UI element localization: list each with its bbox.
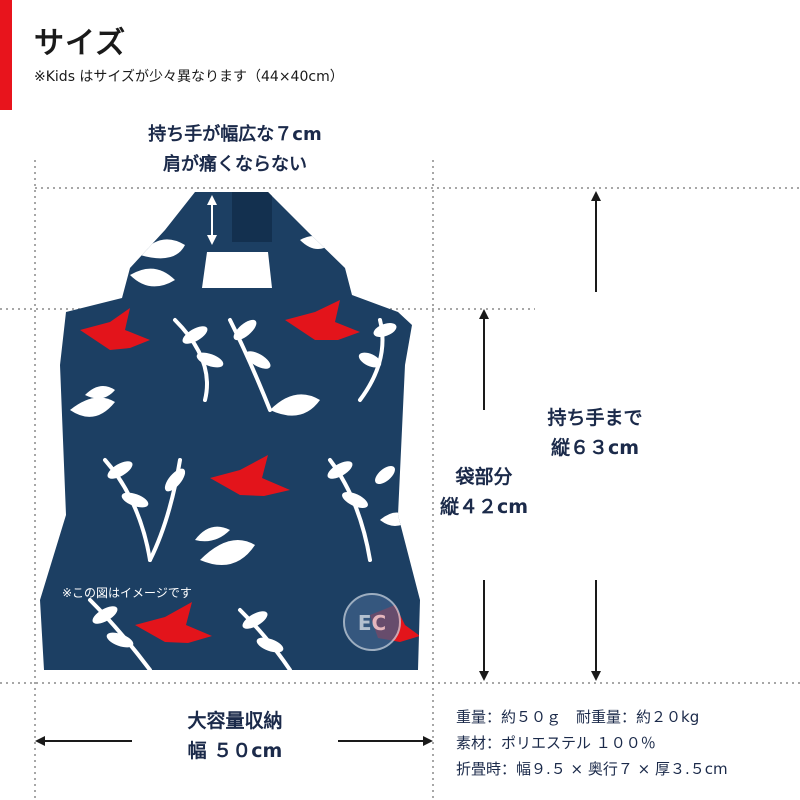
total-height-label: 持ち手まで 縦６３cm <box>530 403 660 463</box>
guide-lines <box>0 160 800 800</box>
page-title: サイズ <box>34 26 127 61</box>
ec-logo: EC <box>343 593 401 651</box>
size-note: ※Kids はサイズが少々異なります（44×40cm） <box>34 69 344 85</box>
width-caption: 大容量収納 <box>187 710 283 732</box>
body-height-caption: 袋部分 <box>455 466 513 488</box>
leaf-pattern <box>70 236 410 565</box>
body-height-label: 袋部分 縦４２cm <box>436 462 532 522</box>
body-height-value: 縦４２cm <box>439 496 529 518</box>
spec-material: 素材：ポリエステル １００％ <box>456 734 656 752</box>
width-label: 大容量収納 幅 ５０cm <box>155 706 315 766</box>
bag-illustration: EC <box>40 192 420 670</box>
leaf-clusters <box>92 319 397 653</box>
handle-width-line1: 持ち手が幅広な７cm <box>148 124 322 145</box>
total-height-value: 縦６３cm <box>550 437 640 459</box>
accent-bar <box>0 0 12 110</box>
svg-text:EC: EC <box>358 611 386 635</box>
image-disclaimer: ※この図はイメージです <box>62 586 192 600</box>
width-value: 幅 ５０cm <box>187 740 283 762</box>
total-height-caption: 持ち手まで <box>547 407 643 429</box>
spec-folded-size: 折畳時：幅９.５ × 奥行７ × 厚３.５cm <box>456 760 728 778</box>
handle-width-label: 持ち手が幅広な７cm 肩が痛くならない <box>90 120 380 180</box>
handle-width-line2: 肩が痛くならない <box>163 154 307 175</box>
spec-list: 重量：約５０ｇ 耐重量：約２０kg 素材：ポリエステル １００％ 折畳時：幅９.… <box>456 704 728 782</box>
spec-weight: 重量：約５０ｇ 耐重量：約２０kg <box>456 708 700 726</box>
